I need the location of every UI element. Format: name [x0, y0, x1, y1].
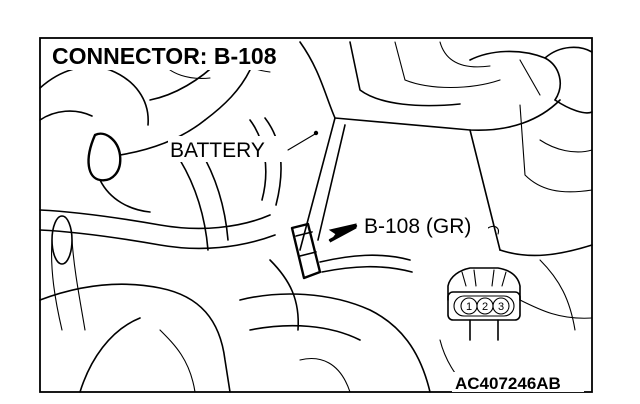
figure-frame [39, 37, 593, 393]
connector-callout-label: B-108 (GR) [364, 215, 471, 238]
connector-title: CONNECTOR: B-108 [52, 43, 277, 69]
pin-label-1: 1 [466, 301, 472, 313]
battery-label: BATTERY [170, 139, 265, 162]
figure-code: AC407246AB [455, 374, 561, 393]
pin-label-3: 3 [498, 301, 504, 313]
pin-label-2: 2 [482, 301, 488, 313]
pin-3 [492, 297, 510, 315]
connector-face-diagram: 1 2 3 [447, 267, 521, 341]
